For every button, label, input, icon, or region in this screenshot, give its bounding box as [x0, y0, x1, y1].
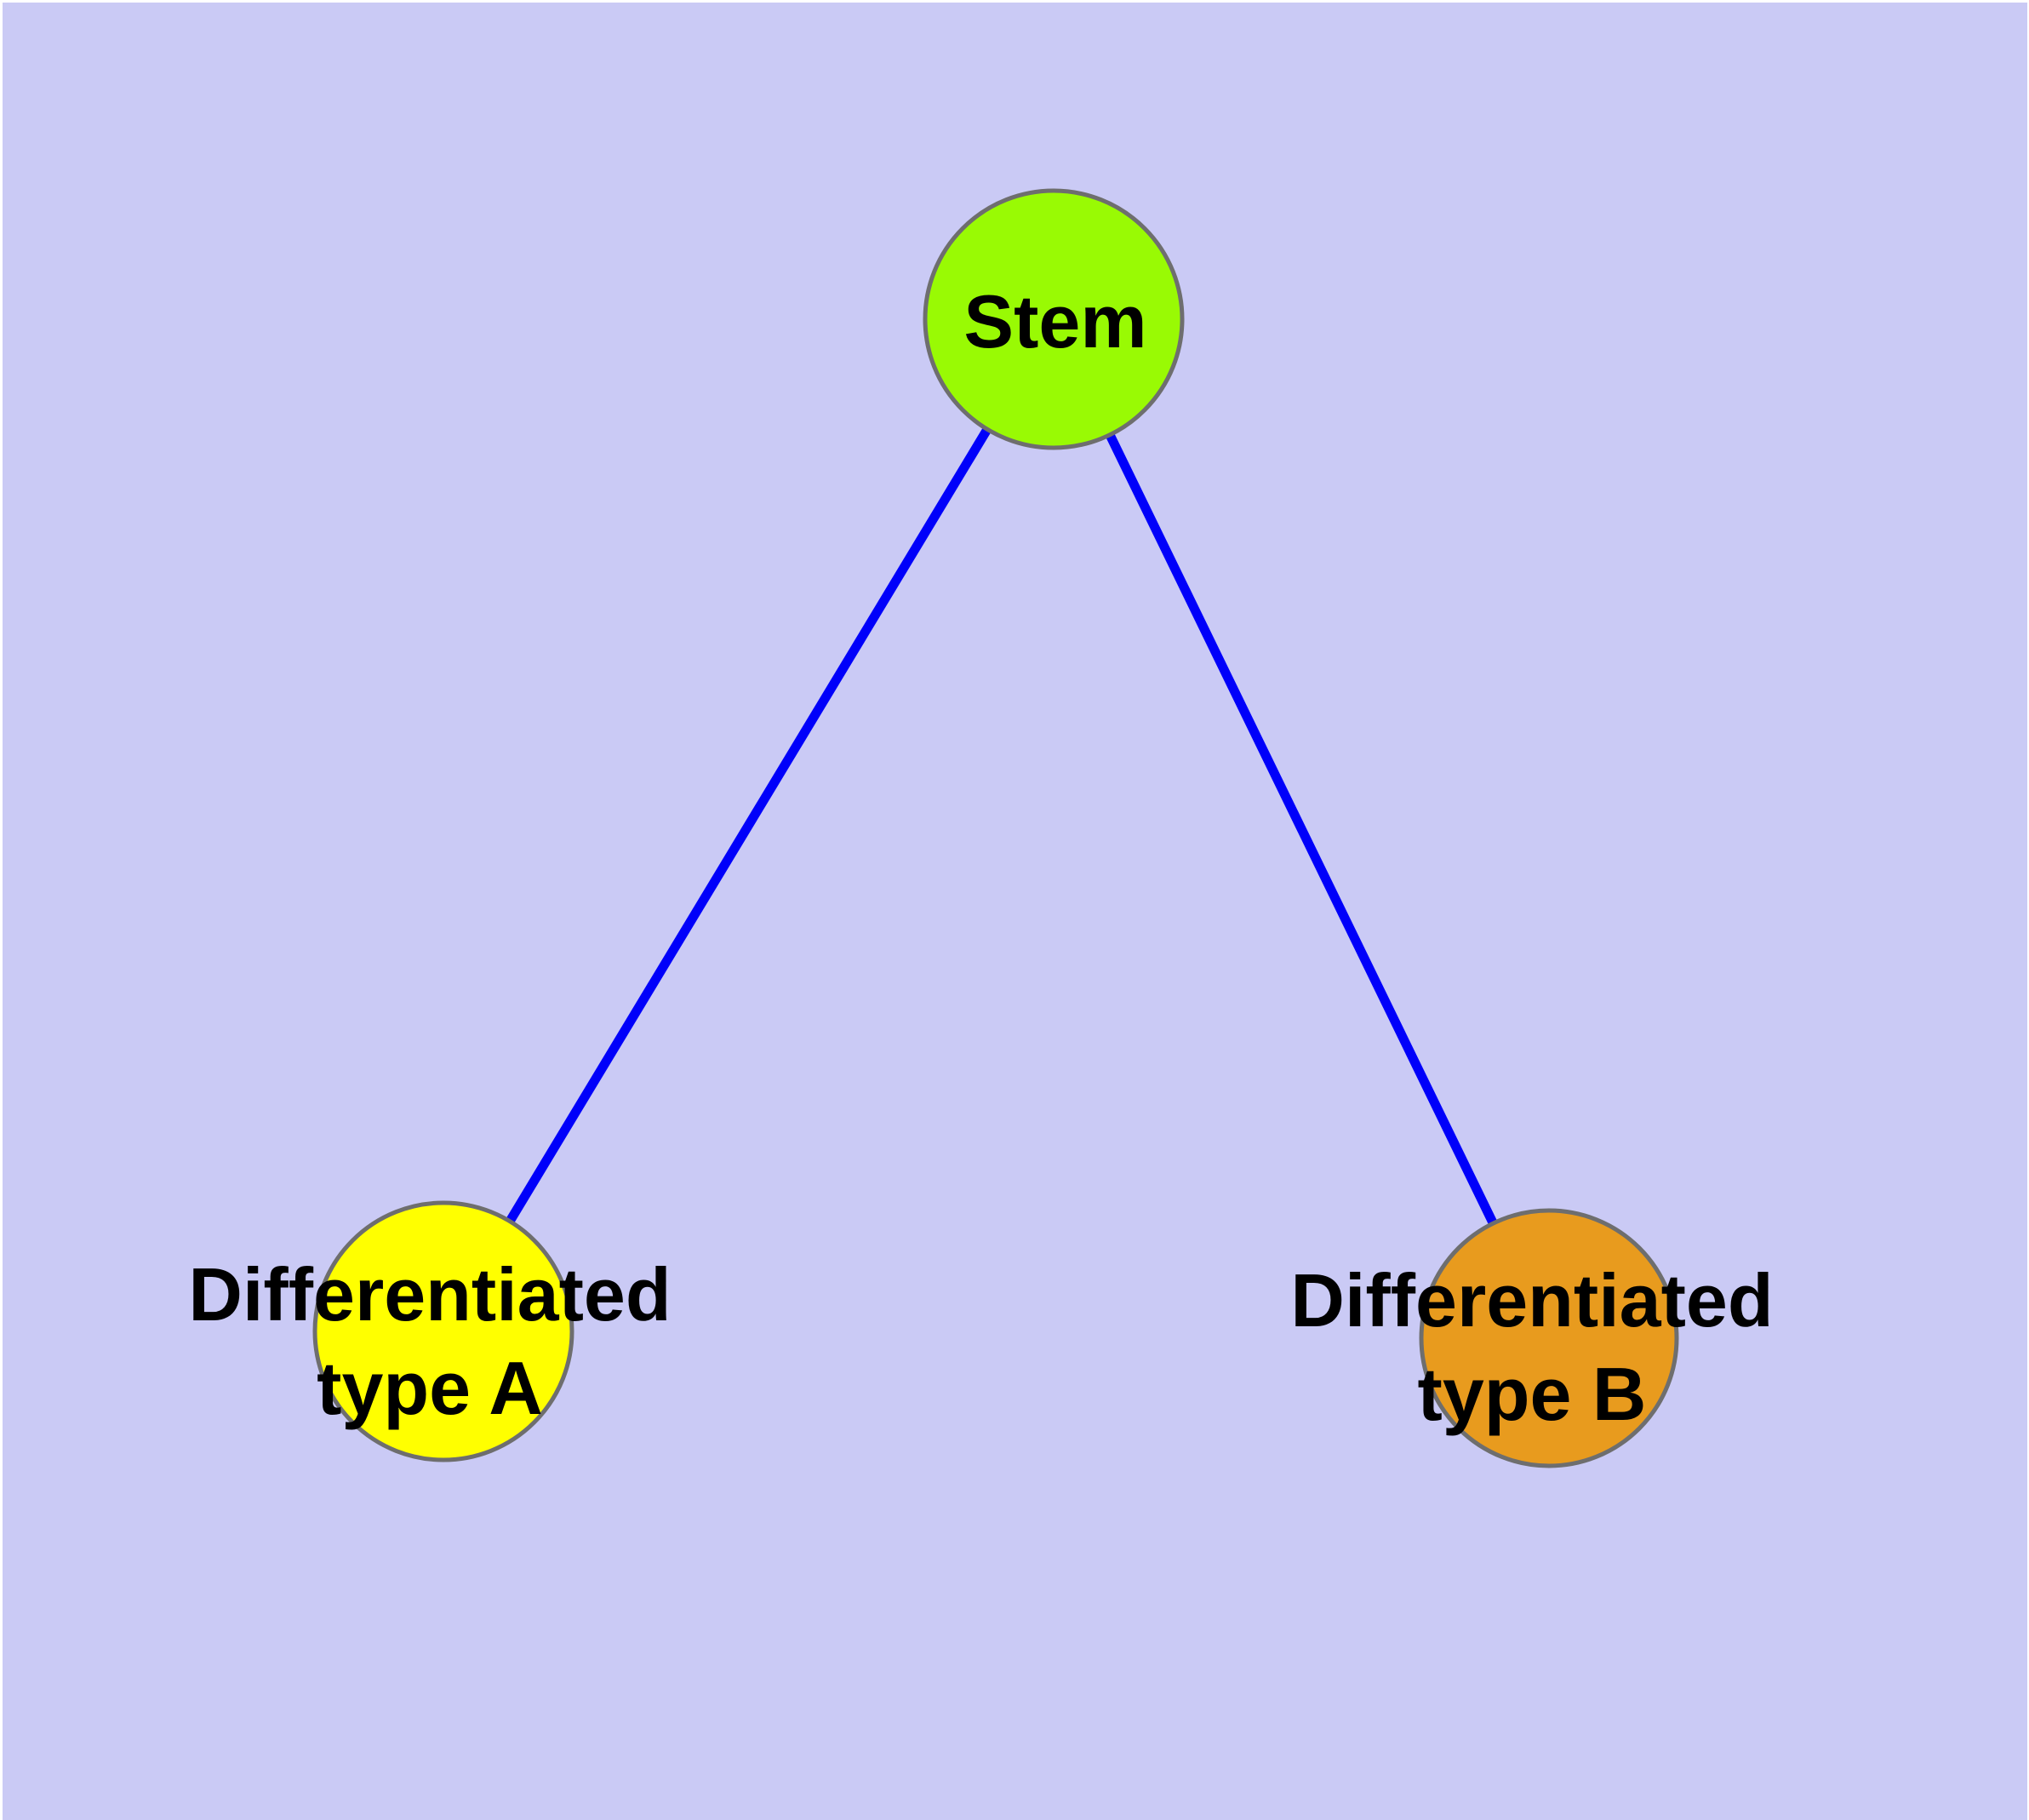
node-differentiated-type-a [312, 1200, 574, 1462]
node-label-type-a-line1: Differentiated [188, 1252, 672, 1336]
node-label-stem: Stem [963, 275, 1146, 369]
node-label-differentiated-type-b: Differentiated type B [1290, 1254, 1773, 1441]
node-differentiated-type-b [1419, 1208, 1679, 1468]
node-stem [923, 188, 1185, 450]
node-label-differentiated-type-a: Differentiated type A [188, 1248, 671, 1435]
edge-stem-to-type-a [439, 317, 1058, 1334]
node-label-stem-line1: Stem [963, 279, 1147, 363]
node-label-type-b-line2: type B [1417, 1352, 1647, 1436]
node-label-type-a-line2: type A [317, 1346, 543, 1430]
edge-stem-to-type-b [1049, 317, 1553, 1341]
node-label-type-b-line1: Differentiated [1290, 1258, 1774, 1342]
